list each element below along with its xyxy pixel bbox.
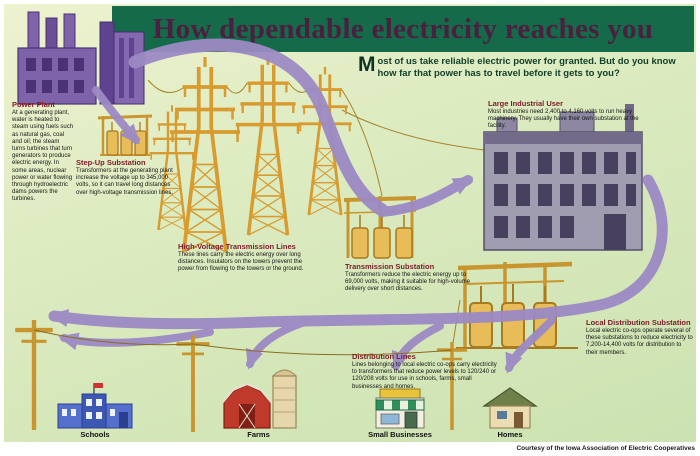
callout-title: Local Distribution Substation — [586, 318, 691, 327]
callout-title: Step-Up Substation — [76, 158, 146, 167]
house-icon — [482, 387, 538, 429]
callout-title: High-Voltage Transmission Lines — [178, 242, 296, 251]
callout-body: At a generating plant, water is heated t… — [12, 110, 74, 203]
callout-large-industrial-user: Large Industrial User Most industries ne… — [488, 99, 648, 131]
callout-title: Distribution Lines — [352, 352, 416, 361]
callout-transmission-substation: Transmission Substation Transformers red… — [345, 262, 485, 294]
power-plant-illustration — [17, 11, 145, 105]
school-building-icon — [57, 383, 133, 429]
intro-body: ost of us take reliable electric power f… — [377, 56, 676, 79]
page-title: How dependable electricity reaches you — [152, 12, 654, 45]
callout-title: Large Industrial User — [488, 99, 564, 108]
distribution-poles-illustration — [15, 320, 469, 434]
callout-body: Lines belonging to local electric co-ops… — [352, 362, 497, 390]
industrial-building-illustration — [483, 104, 643, 251]
destination-label-farms: Farms — [247, 430, 270, 439]
callout-body: Transformers reduce the electric energy … — [345, 272, 471, 293]
credit-line: Courtesy of the Iowa Association of Elec… — [516, 445, 695, 452]
power-flow-arrows — [48, 38, 668, 374]
destination-label-homes: Homes — [497, 430, 523, 439]
destination-label-small-businesses: Small Businesses — [368, 430, 432, 439]
callout-body: Local electric co-ops operate several of… — [586, 328, 693, 356]
callout-title: Transmission Substation — [345, 262, 435, 271]
callout-body: These lines carry the electric energy ov… — [178, 252, 304, 273]
callout-body: Transformers at the generating plant inc… — [76, 168, 174, 196]
barn-silo-icon — [221, 369, 298, 429]
callout-body: Most industries need 2,400 to 4,160 volt… — [488, 109, 639, 130]
callout-local-distribution-substation: Local Distribution Substation Local elec… — [586, 318, 694, 357]
callout-high-voltage-lines: High-Voltage Transmission Lines These li… — [178, 242, 314, 274]
destination-label-schools: Schools — [80, 430, 110, 439]
callout-power-plant: Power Plant At a generating plant, water… — [12, 100, 74, 203]
transmission-wires — [147, 79, 485, 351]
transmission-substation-illustration — [343, 196, 417, 259]
storefront-icon — [375, 388, 425, 429]
callout-distribution-lines: Distribution Lines Lines belonging to lo… — [352, 352, 502, 391]
callout-step-up-substation: Step-Up Substation Transformers at the g… — [76, 158, 178, 197]
high-voltage-towers-illustration — [148, 53, 354, 254]
callout-title: Power Plant — [12, 100, 55, 109]
intro-dropcap: M — [358, 53, 376, 76]
